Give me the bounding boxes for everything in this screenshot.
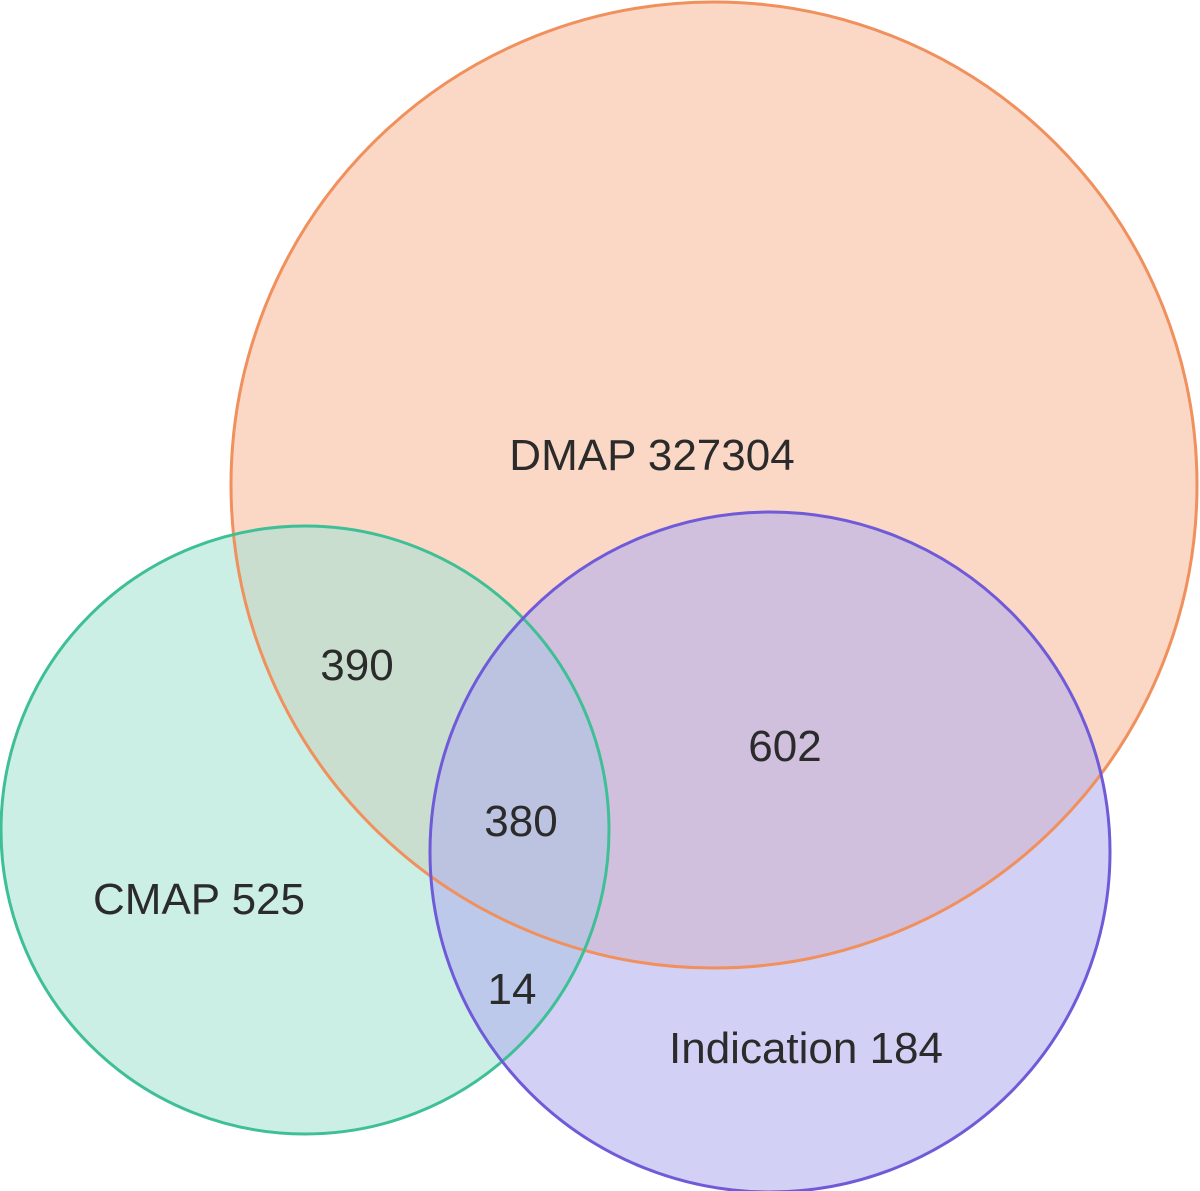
indication-label: Indication 184 (669, 1024, 943, 1073)
indication-outline (428, 510, 1112, 1191)
dmap-label: DMAP 327304 (509, 431, 794, 480)
cmap-indication-count: 14 (488, 965, 537, 1014)
dmap-indication-count: 602 (748, 722, 821, 771)
cmap-label: CMAP 525 (93, 875, 305, 924)
cmap-outline (0, 524, 611, 1136)
dmap-outline (229, 0, 1199, 970)
dmap-cmap-count: 390 (320, 641, 393, 690)
indication-circle (430, 512, 1110, 1191)
all-three-count: 380 (484, 797, 557, 846)
